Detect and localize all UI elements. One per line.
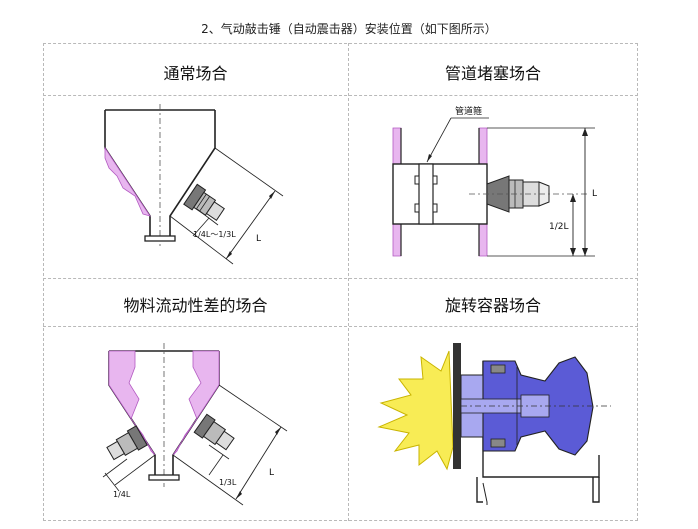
title-rotary-vessel: 旋转容器场合 xyxy=(444,296,541,315)
title-poor-flow: 物料流动性差的场合 xyxy=(123,296,268,315)
title-pipe-blockage: 管道堵塞场合 xyxy=(444,64,541,83)
hammer-icon xyxy=(183,183,225,221)
hammer-icon xyxy=(193,413,235,451)
grid-divider-3 xyxy=(43,326,638,327)
title-normal: 通常场合 xyxy=(163,64,228,83)
page-caption: 2、气动敲击锤（自动震击器）安装位置（如下图所示） xyxy=(201,22,497,36)
label-L-pipe: L xyxy=(592,189,597,199)
grid-divider-2 xyxy=(43,278,638,279)
label-quarter-range: 1/4L～1/3L xyxy=(193,230,236,239)
figure-poor-flow: 1/4L 1/3L L xyxy=(102,343,288,506)
material-left xyxy=(104,146,151,217)
label-L-normal: L xyxy=(256,234,261,244)
figure-grid xyxy=(43,43,638,521)
figure-rotary-vessel xyxy=(377,343,611,505)
label-quarter-L: 1/4L xyxy=(113,490,131,499)
grid-divider-1 xyxy=(43,95,638,96)
impact-burst-icon xyxy=(377,350,454,471)
material-right xyxy=(172,350,220,456)
hammer-icon xyxy=(106,425,148,461)
label-L-flow: L xyxy=(269,468,274,478)
grid-vertical-divider xyxy=(348,43,349,521)
figure-pipe-blockage: 管道箍 L 1/2L xyxy=(392,105,597,257)
figure-normal-hopper: 1/4L～1/3L L xyxy=(104,104,284,265)
label-pipe-clamp: 管道箍 xyxy=(455,105,482,117)
vessel-wall xyxy=(453,343,461,469)
label-third-L: 1/3L xyxy=(219,478,237,487)
label-half-L: 1/2L xyxy=(549,222,569,232)
